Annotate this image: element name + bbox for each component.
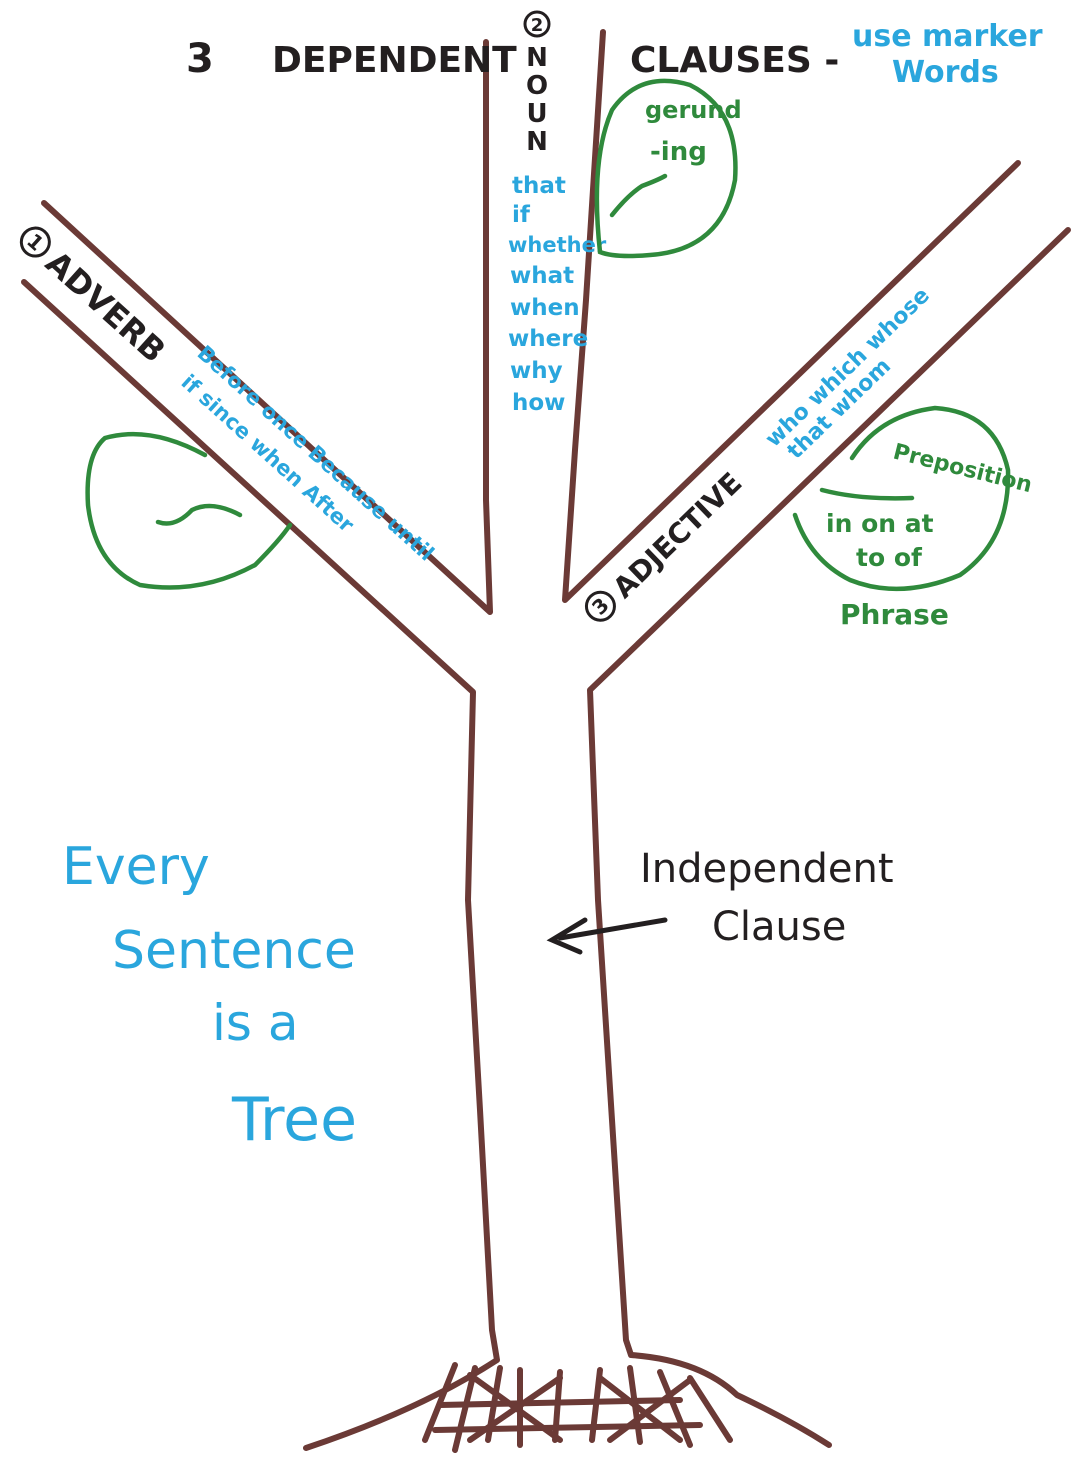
noun-marker-whether: whether — [508, 233, 607, 257]
noun-branch: 2 N O U N that if whether what when wher… — [508, 10, 607, 416]
adverb-leaf-outline — [85, 431, 293, 590]
adverb-leaf — [85, 431, 293, 590]
adjective-number-circle — [584, 590, 616, 622]
adjective-markers-line1: who which whose — [761, 283, 935, 452]
trunk-label: Independent Clause — [546, 846, 894, 955]
header-note-line1: use marker — [852, 19, 1043, 54]
header-number: 3 — [186, 36, 214, 82]
noun-letter-2: O — [526, 71, 548, 101]
preposition-leaf-outline — [792, 405, 1011, 592]
noun-letter-3: U — [526, 99, 547, 129]
header-word-right: CLAUSES - — [630, 40, 839, 81]
preposition-line2: to of — [856, 543, 923, 572]
noun-letter-1: N — [526, 43, 548, 73]
adverb-branch-inner-edge — [41, 39, 493, 615]
preposition-line1: in on at — [826, 509, 934, 538]
gerund-leaf-vein — [609, 173, 668, 218]
trunk-label-arrowhead — [546, 917, 588, 955]
preposition-caption: Phrase — [840, 598, 949, 631]
gerund-leaf: gerund -ing — [594, 78, 742, 259]
slogan-line3: is a — [212, 994, 298, 1052]
trunk-label-line1: Independent — [640, 846, 894, 892]
noun-number-circle — [523, 10, 551, 38]
adjective-branch: 3 ADJECTIVE who which whose that whom — [584, 283, 935, 622]
adverb-branch: 1 ADVERB Before once Because until if si… — [19, 226, 439, 566]
noun-letter-4: N — [526, 127, 548, 157]
gerund-line1: gerund — [645, 96, 742, 124]
trunk-label-line2: Clause — [712, 904, 846, 950]
noun-marker-why: why — [510, 358, 563, 384]
noun-marker-if: if — [512, 202, 531, 228]
adverb-leaf-vein — [155, 503, 243, 526]
tree — [21, 29, 1071, 1453]
noun-marker-what: what — [510, 263, 574, 289]
header: 3 DEPENDENT CLAUSES - use marker Words — [186, 19, 1043, 90]
noun-marker-where: where — [508, 326, 588, 352]
roots — [422, 1362, 733, 1453]
noun-number: 2 — [531, 15, 544, 36]
slogan-line1: Every — [62, 837, 210, 897]
header-word-left: DEPENDENT — [272, 40, 517, 81]
gerund-line2: -ing — [650, 137, 707, 167]
preposition-leaf-vein — [819, 487, 915, 501]
gerund-leaf-outline — [594, 78, 738, 259]
trunk-label-arrow — [557, 917, 668, 941]
header-note-line2: Words — [892, 55, 999, 90]
noun-marker-how: how — [512, 390, 565, 416]
noun-marker-that: that — [512, 173, 566, 199]
slogan: Every Sentence is a Tree — [62, 837, 357, 1155]
trunk-right-edge — [587, 227, 1071, 1448]
preposition-title: Preposition — [891, 440, 1035, 499]
adverb-markers-line1: Before once Because until — [193, 341, 439, 566]
noun-marker-when: when — [510, 295, 580, 321]
slogan-line2: Sentence — [112, 921, 356, 981]
noun-branch-right-edge — [562, 29, 1021, 603]
adverb-number-circle — [19, 226, 51, 258]
preposition-leaf: Preposition in on at to of Phrase — [792, 405, 1035, 631]
slogan-line4: Tree — [231, 1085, 357, 1155]
